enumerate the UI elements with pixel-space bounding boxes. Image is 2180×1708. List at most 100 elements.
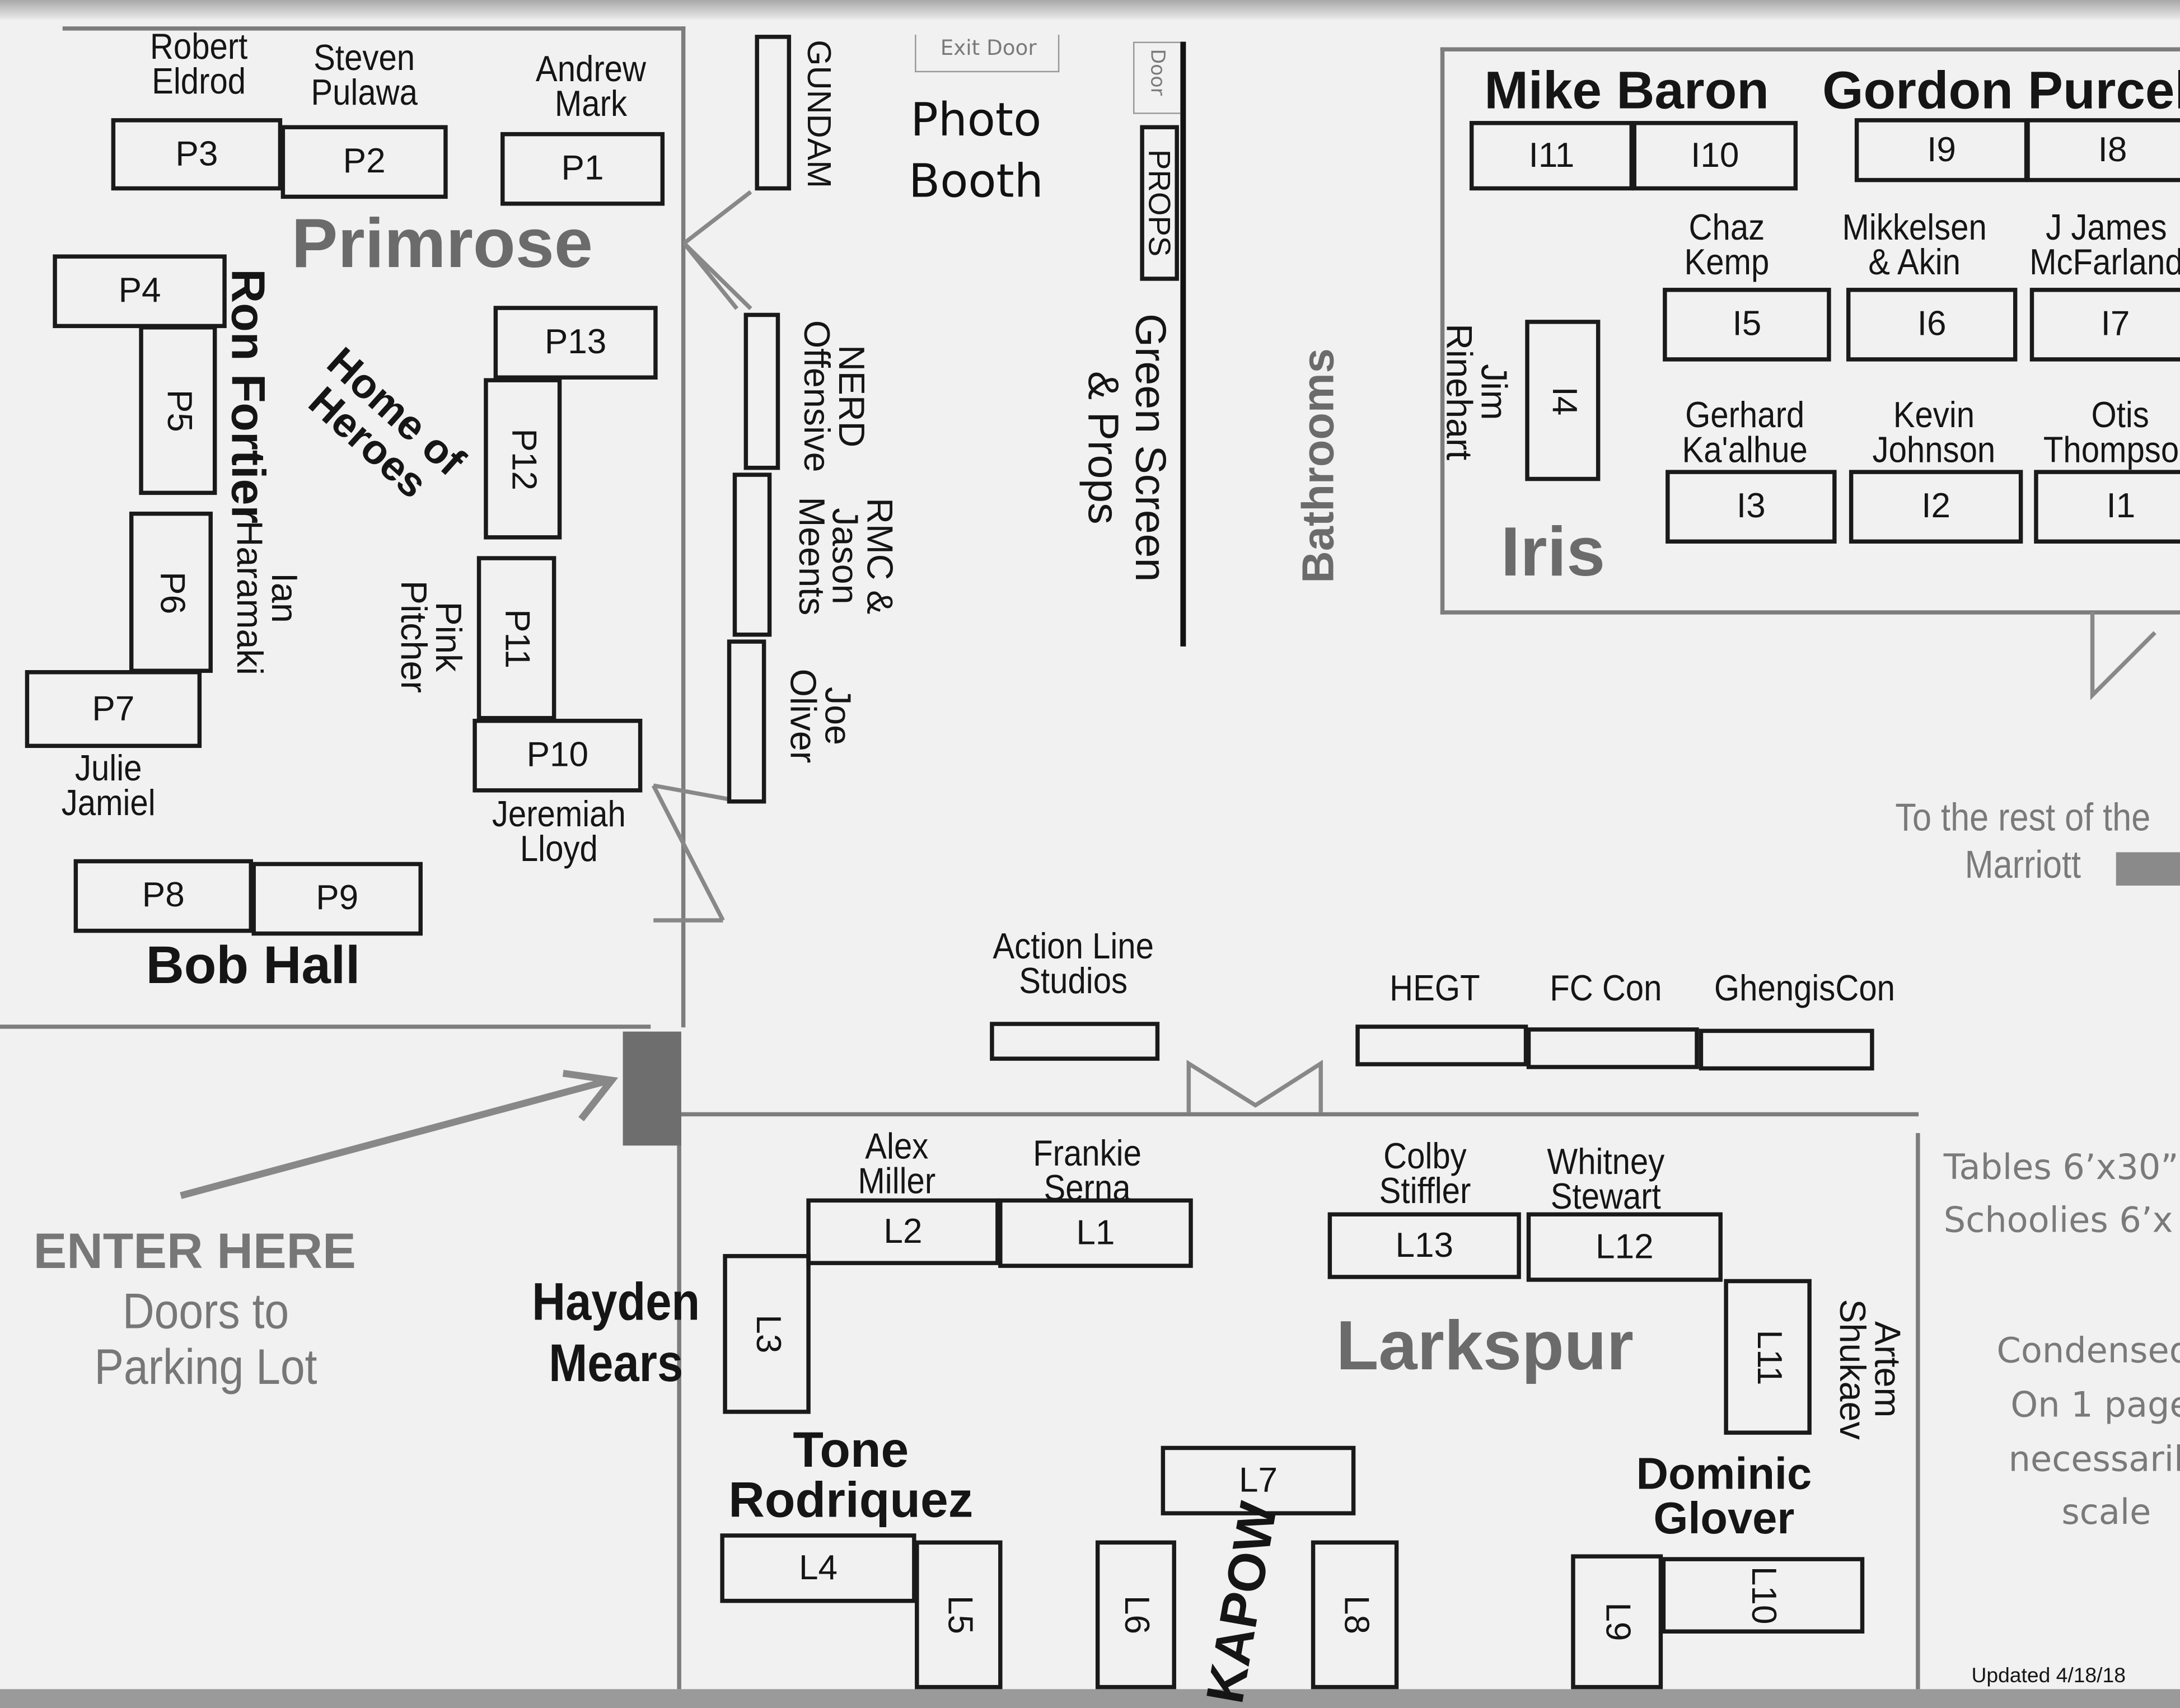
vendor-mike-baron: Mike Baron — [1484, 62, 1769, 121]
vendor-alex-miller: Alex Miller — [858, 1125, 936, 1201]
table-l3[interactable]: L3 — [723, 1254, 811, 1414]
table-i6[interactable]: I6 — [1846, 288, 2018, 362]
table-p4[interactable]: P4 — [53, 254, 227, 329]
table-gundam[interactable] — [755, 35, 792, 191]
table-l5[interactable]: L5 — [915, 1540, 1003, 1690]
vendor-dominic-glover: Dominic Glover — [1636, 1448, 1812, 1543]
table-p12[interactable]: P12 — [484, 378, 562, 540]
side-door[interactable] — [1133, 41, 1181, 114]
table-label: P12 — [504, 428, 543, 490]
vendor-robert-eldrod: Robert Eldrod — [149, 25, 248, 102]
corridor-wall — [1180, 41, 1186, 647]
table-label: L3 — [748, 1314, 787, 1354]
table-p9[interactable]: P9 — [251, 862, 423, 936]
iris-wall-top — [1440, 47, 2180, 52]
table-props[interactable]: PROPS — [1140, 125, 1179, 281]
vendor-chaz-kemp: Chaz Kemp — [1684, 206, 1770, 283]
table-p11[interactable]: P11 — [476, 556, 556, 720]
room-primrose: Primrose — [291, 204, 593, 283]
vendor-hegt: HEGT — [1390, 967, 1480, 1009]
table-nerd[interactable] — [743, 312, 780, 470]
table-i1[interactable]: I1 — [2034, 470, 2180, 544]
vendor-frankie-serna: Frankie Serna — [1033, 1132, 1142, 1209]
iris-wall-bottom — [1440, 610, 2180, 615]
larkspur-wall-left — [677, 1112, 681, 1690]
table-i8[interactable]: I8 — [2025, 118, 2180, 183]
table-i4[interactable]: I4 — [1525, 320, 1601, 481]
vendor-action-line-studios: Action Line Studios — [993, 925, 1154, 1002]
vendor-ghengiscon: GhengisCon — [1714, 967, 1895, 1009]
table-p8[interactable]: P8 — [73, 859, 253, 933]
table-l9[interactable]: L9 — [1571, 1554, 1663, 1690]
primrose-bottom-wall — [0, 1024, 651, 1029]
vendor-hayden-mears: Hayden Mears — [532, 1274, 700, 1393]
vendor-gundam: GUNDAM — [799, 40, 838, 189]
table-i9[interactable]: I9 — [1854, 118, 2029, 183]
iris-wall-left — [1440, 47, 1445, 615]
vendor-julie-jamiel: Julie Jamiel — [61, 747, 156, 823]
table-p10[interactable]: P10 — [473, 718, 643, 793]
room-larkspur: Larkspur — [1336, 1307, 1634, 1385]
vendor-jeremiah-lloyd: Jeremiah Lloyd — [492, 793, 626, 869]
table-p6[interactable]: P6 — [129, 511, 213, 673]
table-joe[interactable] — [727, 639, 766, 804]
green-screen-props: Green Screen & Props — [1079, 313, 1175, 582]
table-p13[interactable]: P13 — [493, 306, 658, 380]
table-hegt[interactable] — [1355, 1024, 1528, 1066]
vendor-kevin-johnson: Kevin Johnson — [1872, 394, 1996, 470]
table-i10[interactable]: I10 — [1632, 121, 1798, 191]
table-p1[interactable]: P1 — [500, 132, 665, 206]
vendor-whitney-stewart: Whitney Stewart — [1547, 1140, 1665, 1216]
table-l8[interactable]: L8 — [1311, 1540, 1399, 1690]
vendor-nerd-offensive: NERD Offensive — [796, 320, 873, 472]
exit-door[interactable] — [915, 35, 1060, 73]
tables-note: Tables 6’x30” — [1943, 1147, 2179, 1187]
marriott-door-block — [2116, 852, 2180, 886]
table-label: I4 — [1543, 386, 1583, 415]
table-l2[interactable]: L2 — [806, 1198, 1000, 1265]
table-l12[interactable]: L12 — [1526, 1212, 1723, 1282]
table-rmc[interactable] — [732, 472, 772, 637]
larkspur-wall-right — [1916, 1133, 1920, 1690]
table-p5[interactable]: P5 — [139, 325, 217, 495]
table-label: P6 — [152, 570, 191, 614]
table-l6[interactable]: L6 — [1095, 1540, 1176, 1690]
vendor-artem-shukaev: Artem Shukaev — [1832, 1299, 1908, 1440]
table-l11[interactable]: L11 — [1724, 1279, 1812, 1435]
table-label: L8 — [1336, 1595, 1376, 1635]
table-l1[interactable]: L1 — [998, 1198, 1193, 1268]
updated-date: Updated 4/18/18 — [1971, 1664, 2126, 1688]
table-ghengiscon[interactable] — [1699, 1028, 1874, 1071]
table-i11[interactable]: I11 — [1469, 121, 1634, 191]
vendor-jim-rinehart: Jim Rinehart — [1439, 324, 1515, 461]
table-l4[interactable]: L4 — [720, 1533, 916, 1603]
table-label: L10 — [1744, 1566, 1783, 1625]
enter-here: ENTER HERE — [33, 1222, 356, 1279]
table-label: L6 — [1117, 1595, 1156, 1635]
table-label: PROPS — [1143, 149, 1178, 257]
room-iris: Iris — [1500, 513, 1606, 591]
table-p3[interactable]: P3 — [111, 118, 283, 191]
vendor-gordon-purcell: Gordon Purcell — [1822, 62, 2180, 121]
table-i5[interactable]: I5 — [1663, 288, 1831, 362]
table-p7[interactable]: P7 — [25, 670, 202, 748]
vendor-tone-rodriquez: Tone Rodriquez — [728, 1421, 974, 1528]
entrance-door-block — [623, 1031, 681, 1146]
table-action-line[interactable] — [990, 1022, 1160, 1061]
table-i2[interactable]: I2 — [1849, 470, 2023, 544]
table-l13[interactable]: L13 — [1327, 1212, 1521, 1279]
table-fc-con[interactable] — [1526, 1027, 1699, 1069]
table-label: L11 — [1749, 1329, 1788, 1385]
table-l7[interactable]: L7 — [1161, 1445, 1356, 1515]
table-p2[interactable]: P2 — [280, 125, 448, 199]
rest-of-marriott: To the rest of the Marriott — [1895, 795, 2151, 886]
bathrooms-label: Bathrooms — [1293, 348, 1343, 583]
table-i3[interactable]: I3 — [1666, 470, 1837, 544]
vendor-colby-stiffler: Colby Stiffler — [1379, 1135, 1471, 1211]
vendor-steven-pulawa: Steven Pulawa — [311, 36, 418, 113]
vendor-fc-con: FC Con — [1550, 967, 1662, 1009]
table-l10[interactable]: L10 — [1661, 1557, 1865, 1634]
side-door-label: Door — [1145, 49, 1168, 96]
table-i7[interactable]: I7 — [2029, 288, 2180, 362]
table-label: L5 — [939, 1595, 979, 1635]
